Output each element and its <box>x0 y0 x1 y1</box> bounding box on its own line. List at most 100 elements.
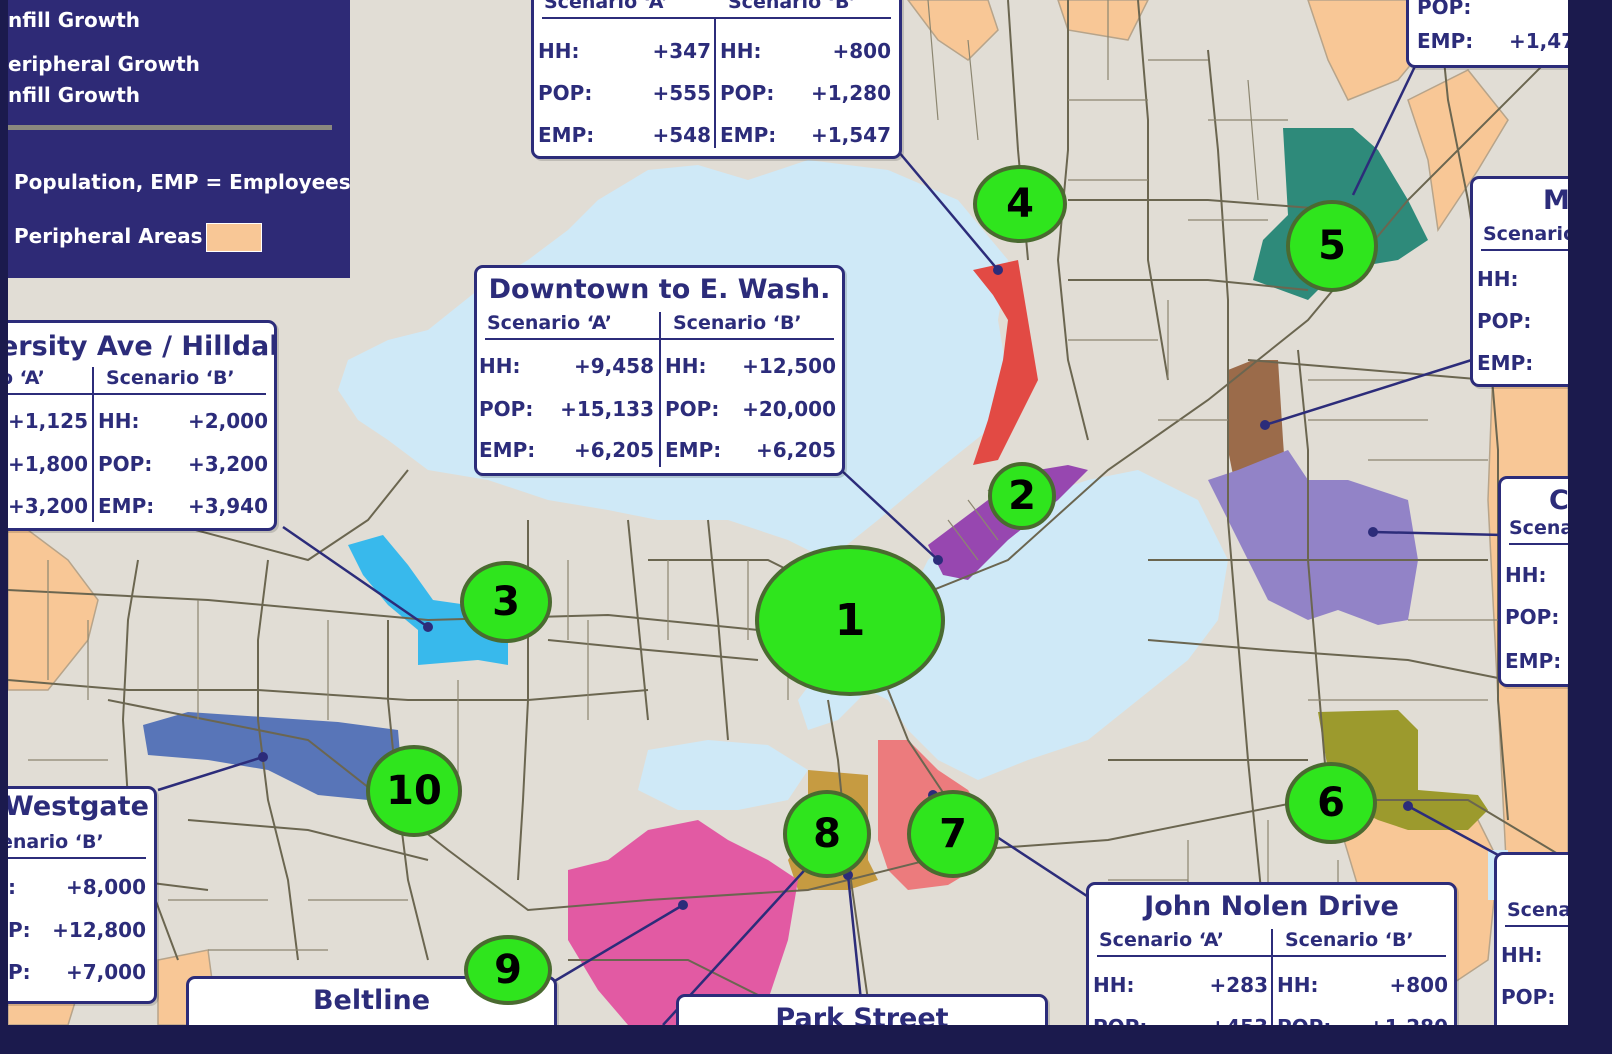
callout-top: Scenario ‘A’ Scenario ‘B’ HH: +347 HH: +… <box>531 0 902 159</box>
divider <box>92 367 94 522</box>
callout-top-right: POP: EMP: +1,47 <box>1406 0 1568 68</box>
callout-title: Park Street <box>775 1003 949 1025</box>
marker-number: 4 <box>1006 181 1034 227</box>
area-marker-3: 3 <box>460 561 552 643</box>
scenario-b-heading: Scenario ‘B’ <box>106 367 235 389</box>
callout-park-street: Park Street <box>676 994 1048 1025</box>
row-value: +3,200 <box>187 452 268 476</box>
legend-abbreviations: Population, EMP = Employees <box>14 170 351 194</box>
divider <box>659 312 661 467</box>
area-marker-8: 8 <box>783 790 871 878</box>
row-label: HH: <box>1093 973 1135 997</box>
row-value: +6,205 <box>573 438 654 462</box>
callout-westgate: Westgate enario ‘B’ : +8,000 P: +12,800 … <box>8 786 157 1004</box>
row-label: POP: <box>1277 1015 1331 1025</box>
scenario-b-heading: Scenario ‘B’ <box>673 312 802 334</box>
callout-title: M <box>1543 185 1568 216</box>
area-marker-9: 9 <box>464 935 552 1005</box>
marker-number: 5 <box>1318 223 1346 269</box>
divider <box>8 393 266 395</box>
row-label: POP: <box>1505 605 1560 629</box>
divider <box>542 17 891 19</box>
divider <box>1481 249 1568 251</box>
row-value: +1,800 <box>8 452 88 476</box>
callout-title: Beltline <box>312 985 431 1016</box>
row-label: HH: <box>538 39 580 63</box>
marker-number: 6 <box>1317 780 1345 826</box>
row-label: HH: <box>479 354 521 378</box>
row-label: EMP: <box>665 438 722 462</box>
scenario-a-heading: o ‘A’ <box>8 367 45 389</box>
area-marker-4: 4 <box>973 165 1067 243</box>
callout-title: Downtown to E. Wash. <box>488 274 831 305</box>
marker-number: 8 <box>813 811 841 857</box>
marker-number: 2 <box>1008 473 1036 519</box>
legend-panel: nfill Growth eripheral Growth nfill Grow… <box>8 0 351 278</box>
marker-number: 9 <box>494 947 522 993</box>
callout-title: C <box>1549 485 1568 516</box>
row-value: +9,458 <box>573 354 654 378</box>
row-label: EMP: <box>1477 351 1534 375</box>
scenario-a-heading: Scenario ‘A’ <box>1099 929 1224 951</box>
row-value: +7,000 <box>65 960 146 984</box>
row-label: HH: <box>98 409 140 433</box>
scenario-heading: Scena <box>1509 517 1568 539</box>
row-value: +347 <box>652 39 711 63</box>
row-label: EMP: <box>1417 29 1474 53</box>
row-value: +283 <box>1209 973 1268 997</box>
row-value: +12,800 <box>52 918 146 942</box>
map-canvas: nfill Growth eripheral Growth nfill Grow… <box>8 0 1568 1025</box>
callout-title: John Nolen Drive <box>1144 891 1399 922</box>
row-label: HH: <box>1277 973 1319 997</box>
row-value: +3,200 <box>8 494 88 518</box>
row-label: P: <box>8 960 31 984</box>
divider <box>1505 925 1568 927</box>
row-label: POP: <box>479 397 534 421</box>
row-label: HH: <box>1501 943 1543 967</box>
row-value: +8,000 <box>65 875 146 899</box>
row-value: +800 <box>1389 973 1448 997</box>
row-value: +1,547 <box>810 123 891 147</box>
scenario-b-heading: Scenario ‘B’ <box>728 0 857 13</box>
row-label: P: <box>8 918 31 942</box>
row-value: +15,133 <box>560 397 654 421</box>
callout-right-c: C Scena HH: POP: EMP: <box>1498 476 1568 687</box>
row-value: +1,125 <box>8 409 88 433</box>
row-label: EMP: <box>538 123 595 147</box>
scenario-b-heading: enario ‘B’ <box>8 831 104 853</box>
legend-infill-growth: nfill Growth <box>8 8 141 32</box>
callout-right-m: M Scenario HH: POP: EMP: <box>1470 176 1568 387</box>
callout-university-hilldale: ersity Ave / Hilldale o ‘A’ Scenario ‘B’… <box>8 320 277 531</box>
row-label: POP: <box>1501 985 1556 1009</box>
row-label: EMP: <box>479 438 536 462</box>
marker-number: 1 <box>834 595 866 646</box>
row-value: +20,000 <box>742 397 836 421</box>
row-value: +1,280 <box>810 81 891 105</box>
legend-peripheral-growth: eripheral Growth <box>8 52 200 76</box>
area-marker-5: 5 <box>1286 200 1378 292</box>
row-label: POP: <box>720 81 775 105</box>
area-marker-6: 6 <box>1285 762 1377 844</box>
scenario-b-heading: Scenario ‘B’ <box>1285 929 1414 951</box>
marker-number: 10 <box>386 768 442 814</box>
row-value: +453 <box>1209 1015 1268 1025</box>
legend-peripheral-areas: Peripheral Areas <box>14 224 203 248</box>
row-label: EMP: <box>1505 649 1562 673</box>
area-marker-7: 7 <box>907 790 999 878</box>
legend-peripheral-swatch <box>206 223 262 252</box>
row-label: EMP: <box>98 494 155 518</box>
row-label: HH: <box>720 39 762 63</box>
row-label: POP: <box>538 81 593 105</box>
callout-john-nolen: John Nolen Drive Scenario ‘A’ Scenario ‘… <box>1086 882 1457 1025</box>
row-value: +2,000 <box>187 409 268 433</box>
scenario-heading: Scenario <box>1483 223 1568 245</box>
row-label: POP: <box>1417 0 1472 19</box>
row-value: +12,500 <box>742 354 836 378</box>
row-label: POP: <box>98 452 153 476</box>
row-label: HH: <box>1477 267 1519 291</box>
row-value: +555 <box>652 81 711 105</box>
row-value: +1,280 <box>1368 1015 1448 1025</box>
divider <box>1271 929 1273 1025</box>
legend-divider <box>8 125 332 130</box>
